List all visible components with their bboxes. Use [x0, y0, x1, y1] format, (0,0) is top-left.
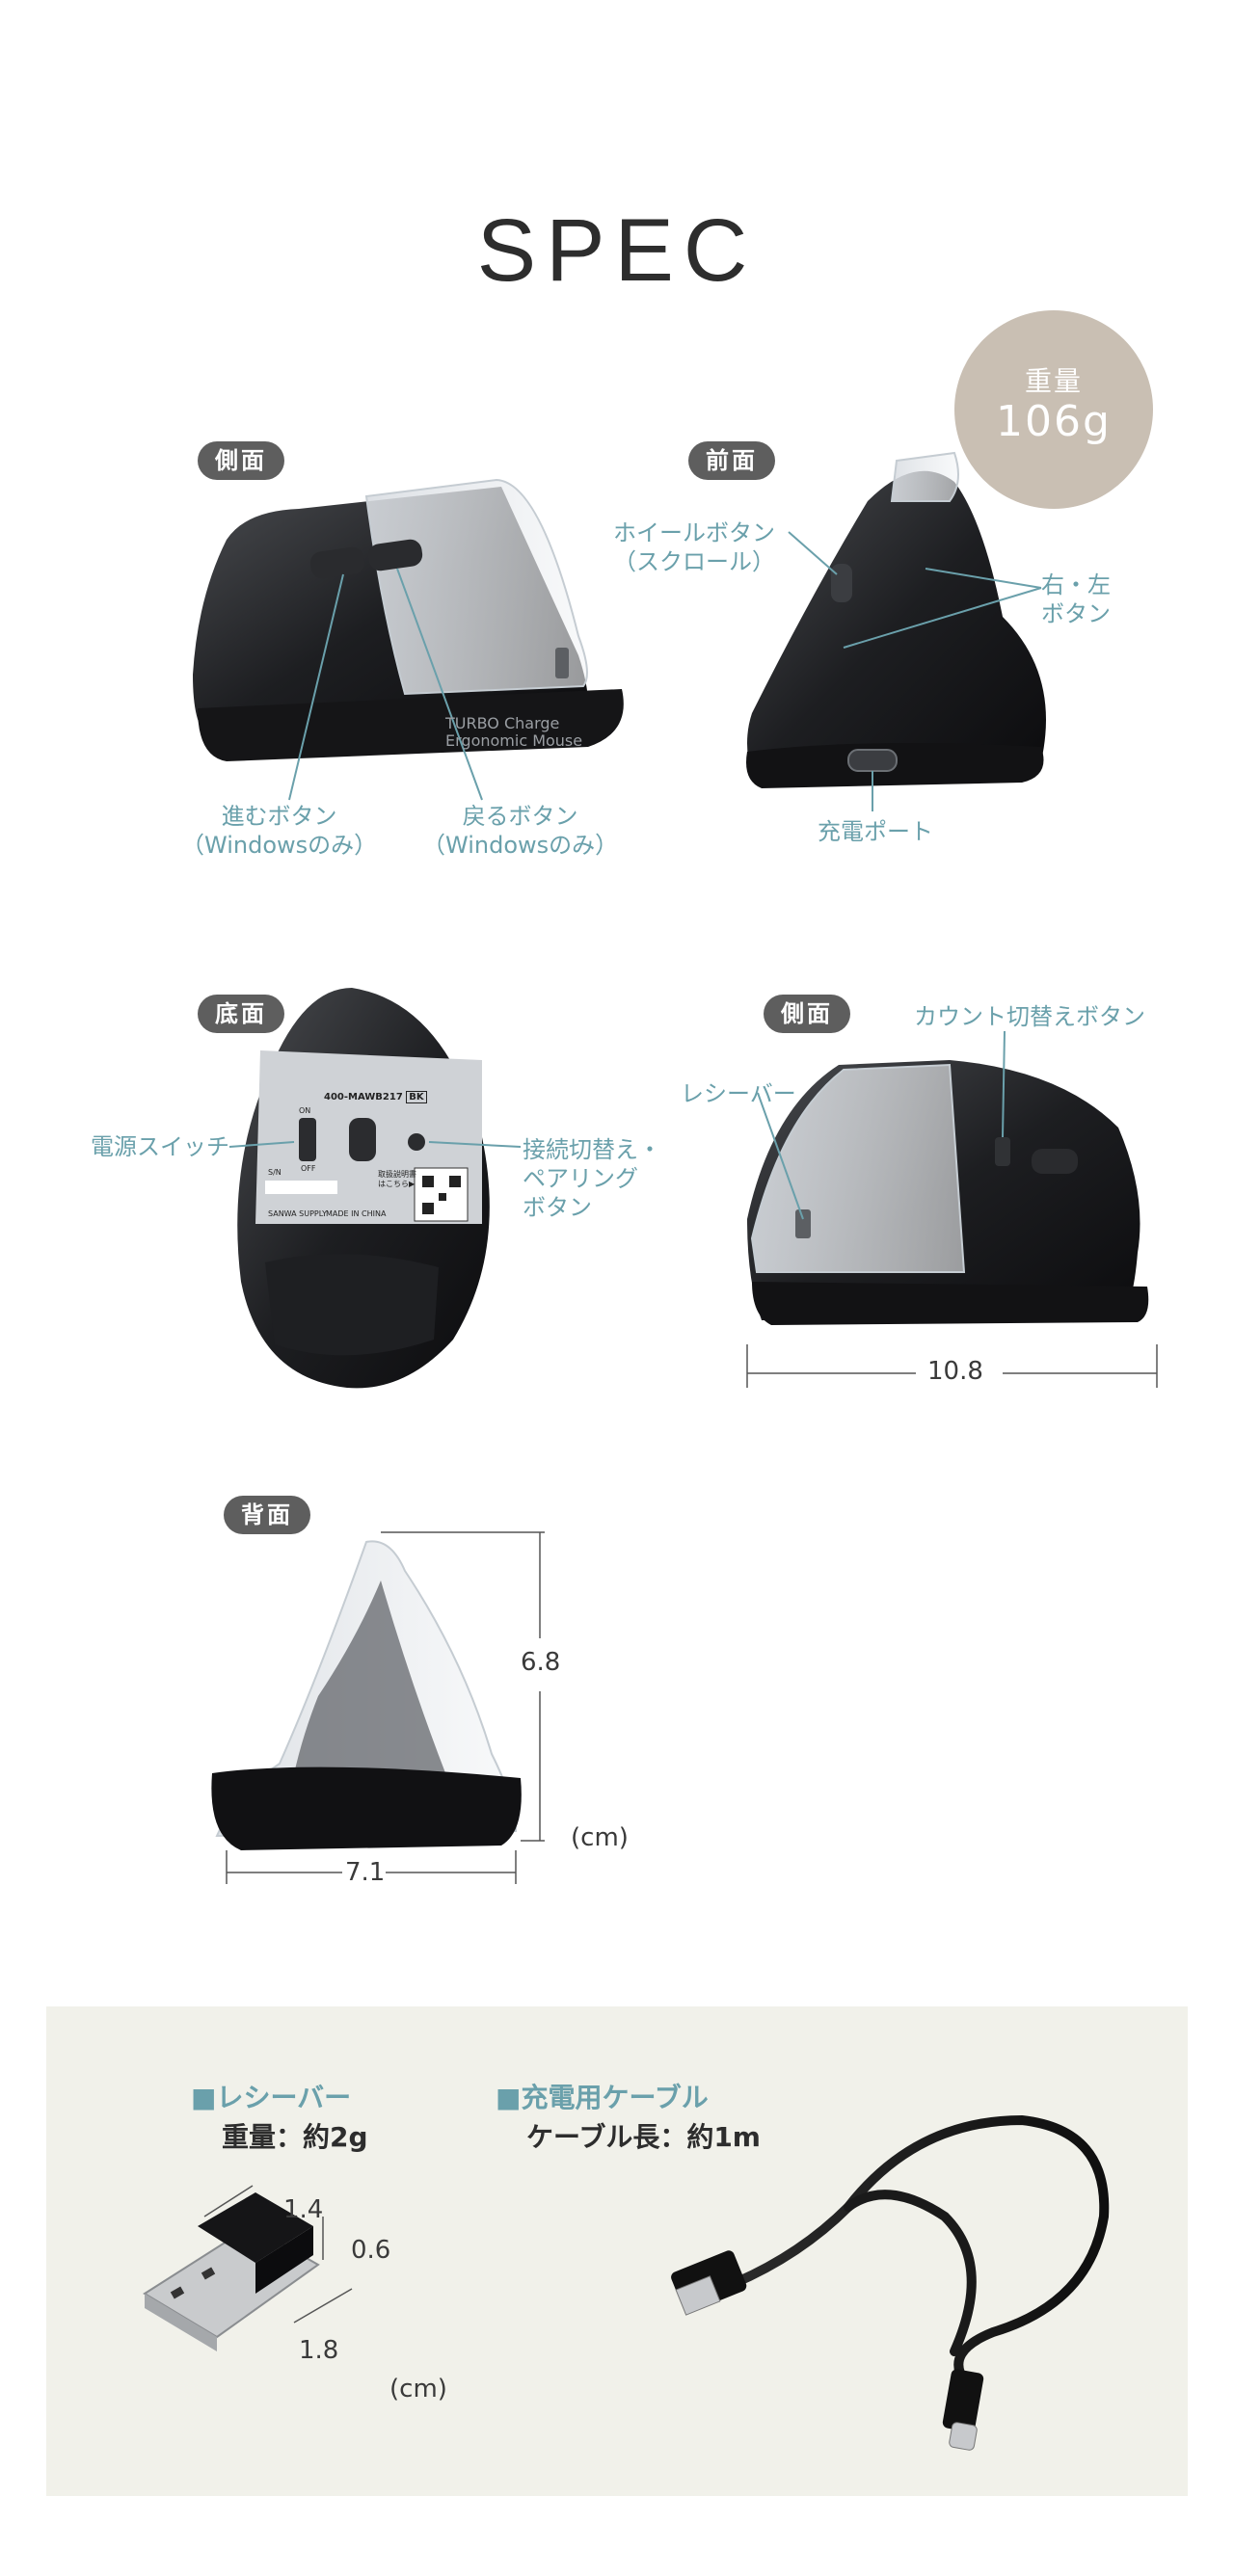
switch-off-label: OFF — [301, 1164, 316, 1173]
made-in-print: MADE IN CHINA — [326, 1209, 387, 1218]
dimension-unit: (cm) — [571, 1823, 629, 1852]
callout-forward-button: 進むボタン （Windowsのみ） — [181, 803, 378, 859]
callout-wheel-button: ホイールボタン （スクロール） — [613, 519, 775, 575]
receiver-dim-width: 1.8 — [299, 2336, 339, 2365]
dimension-width: 7.1 — [345, 1858, 386, 1887]
callout-power-switch: 電源スイッチ — [91, 1133, 229, 1160]
weight-value: 106g — [996, 397, 1112, 446]
product-print-line1: TURBO Charge — [445, 714, 560, 732]
callout-right-left-buttons: 右・左 ボタン — [1041, 571, 1111, 627]
bottom-view-mouse-image — [228, 988, 522, 1389]
receiver-heading: ■レシーバー — [191, 2082, 352, 2113]
receiver-dim-length: 1.4 — [283, 2195, 324, 2224]
product-print: TURBO Charge Ergonomic Mouse — [445, 715, 582, 750]
serial-number-label: S/N — [268, 1168, 282, 1177]
callout-charge-port: 充電ポート — [818, 818, 933, 845]
tag-front-view: 前面 — [688, 441, 775, 480]
tag-side-view-1: 側面 — [198, 441, 284, 480]
receiver-dim-height: 0.6 — [351, 2236, 391, 2265]
callout-pairing-button: 接続切替え・ ペアリング ボタン — [523, 1136, 661, 1221]
tag-bottom-view: 底面 — [198, 995, 284, 1033]
model-number: 400-MAWB217 BK — [324, 1091, 427, 1103]
front-view-mouse-image — [746, 451, 1046, 811]
dimension-height: 6.8 — [521, 1648, 561, 1677]
weight-badge: 重量 106g — [954, 310, 1153, 509]
dimension-length: 10.8 — [927, 1357, 983, 1386]
switch-on-label: ON — [299, 1106, 311, 1115]
callout-count-switch: カウント切替えボタン — [914, 1003, 1145, 1030]
side-view-mouse-image — [193, 478, 624, 801]
product-print-line2: Ergonomic Mouse — [445, 731, 583, 750]
side-view-2-mouse-image — [746, 1030, 1158, 1388]
weight-label: 重量 — [1024, 365, 1083, 397]
brand-print: SANWA SUPPLY — [268, 1209, 328, 1218]
receiver-weight: 重量：約2g — [222, 2121, 368, 2153]
callout-receiver: レシーバー — [681, 1080, 796, 1107]
receiver-dim-unit: (cm) — [389, 2375, 447, 2403]
cable-heading: ■充電用ケーブル — [496, 2082, 709, 2113]
back-view-mouse-image — [211, 1531, 545, 1884]
callout-back-button: 戻るボタン （Windowsのみ） — [422, 803, 619, 859]
page-title: SPEC — [476, 201, 758, 300]
tag-back-view: 背面 — [224, 1496, 310, 1534]
cable-image — [671, 2114, 1110, 2451]
color-badge: BK — [406, 1091, 427, 1103]
manual-qr-text: 取扱説明書 はこちら▶ — [378, 1170, 416, 1188]
cable-length: ケーブル長：約1m — [526, 2121, 761, 2153]
tag-side-view-2: 側面 — [764, 995, 850, 1033]
receiver-image — [143, 2185, 353, 2351]
